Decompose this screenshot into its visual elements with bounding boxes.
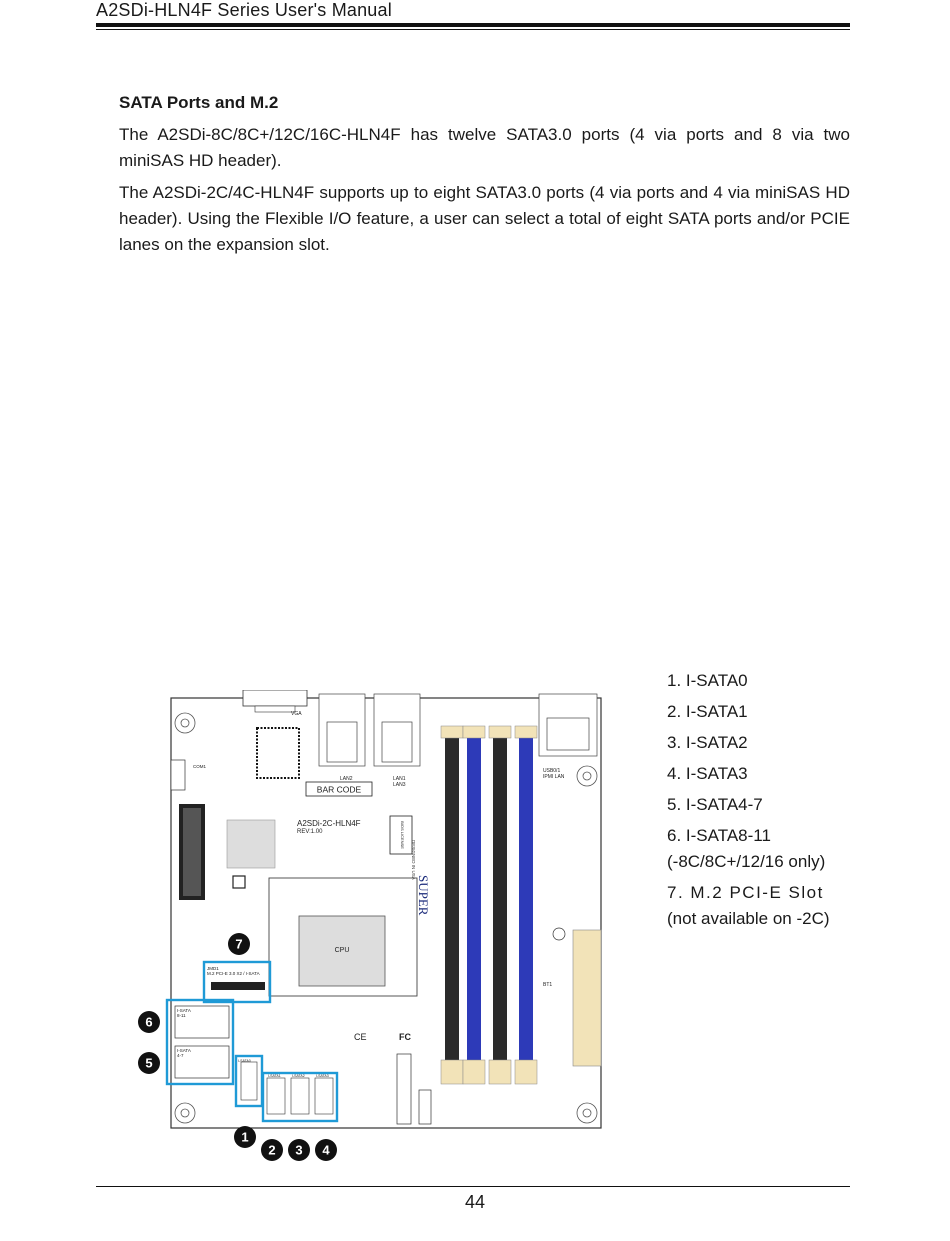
legend-item-text: 7. M.2 PCI-E Slot <box>667 883 824 902</box>
bottom-header-2 <box>418 1089 432 1125</box>
callout-4-text: 4 <box>322 1143 330 1158</box>
legend-item-text: 2. I-SATA1 <box>667 702 748 721</box>
legend-item-6: 6. I-SATA8-11 (-8C/8C+/12/16 only) <box>667 823 847 875</box>
lan-ports <box>318 693 598 767</box>
isata0-board-label: I-SATA0 <box>238 1059 251 1063</box>
legend-item-5: 5. I-SATA4-7 <box>667 792 847 818</box>
designed-in-label: DESIGNED IN USA <box>411 840 416 880</box>
legend-item-text: 4. I-SATA3 <box>667 764 748 783</box>
board-revision-label: REV:1.00 <box>297 829 323 835</box>
callout-5-text: 5 <box>145 1056 152 1071</box>
fc-mark: FC <box>399 1032 411 1042</box>
com1-header <box>170 759 186 791</box>
callout-5: 5 <box>138 1052 160 1074</box>
paragraph-2: The A2SDi-2C/4C-HLN4F supports up to eig… <box>119 183 850 254</box>
legend-item-2: 2. I-SATA1 <box>667 699 847 725</box>
callout-7-text: 7 <box>235 937 242 952</box>
board-model-label: A2SDi-2C-HLN4F <box>297 819 361 828</box>
legend-item-7: 7. M.2 PCI-E Slot (not available on -2C) <box>667 880 847 932</box>
header-rule-thin <box>96 29 850 30</box>
cpu-chip <box>298 915 386 987</box>
callout-3: 3 <box>288 1139 310 1161</box>
battery-label: BT1 <box>543 982 552 988</box>
bios-label: BIOS LICENSE <box>400 821 405 849</box>
callout-6-text: 6 <box>145 1015 152 1030</box>
legend-item-subtext: (not available on -2C) <box>667 909 830 928</box>
isata3-board-label: I-SATA3 <box>316 1074 329 1078</box>
header-rule <box>96 23 850 27</box>
callout-6: 6 <box>138 1011 160 1033</box>
legend-item-1: 1. I-SATA0 <box>667 668 847 694</box>
brand-logo-text: SUPER <box>416 875 431 916</box>
legend-item-subtext: (-8C/8C+/12/16 only) <box>667 852 826 871</box>
vga-label: VGA <box>291 711 302 717</box>
footer-rule <box>96 1186 850 1187</box>
battery <box>552 927 566 941</box>
pch-chip <box>226 819 276 869</box>
callout-3-text: 3 <box>295 1143 302 1158</box>
legend-item-text: 5. I-SATA4-7 <box>667 795 763 814</box>
mounting-holes <box>174 712 598 1124</box>
callout-7: 7 <box>228 933 250 955</box>
small-component <box>232 875 246 889</box>
callout-1: 1 <box>234 1126 256 1148</box>
callout-2-text: 2 <box>268 1143 275 1158</box>
isata1-board-label: I-SATA1 <box>268 1074 281 1078</box>
bar-code-box <box>305 781 373 797</box>
dimm-slots <box>440 725 538 1085</box>
ce-mark: CE <box>354 1032 367 1042</box>
callout-legend: 1. I-SATA0 2. I-SATA1 3. I-SATA2 4. I-SA… <box>667 668 847 937</box>
section-heading: SATA Ports and M.2 <box>119 93 279 112</box>
legend-item-text: 6. I-SATA8-11 <box>667 826 771 845</box>
bottom-header <box>396 1053 412 1125</box>
legend-item-text: 1. I-SATA0 <box>667 671 748 690</box>
isata2-board-label: I-SATA2 <box>292 1074 305 1078</box>
bar-code-label: BAR CODE <box>317 785 362 795</box>
legend-item-3: 3. I-SATA2 <box>667 730 847 756</box>
page-number: 44 <box>464 1192 486 1212</box>
legend-item-4: 4. I-SATA3 <box>667 761 847 787</box>
cpu-label: CPU <box>335 947 350 954</box>
com1-label: COM1 <box>193 764 206 769</box>
callout-2: 2 <box>261 1139 283 1161</box>
legend-item-text: 3. I-SATA2 <box>667 733 748 752</box>
atx-power-connector <box>572 929 602 1067</box>
callout-4: 4 <box>315 1139 337 1161</box>
bios-chip <box>389 815 413 855</box>
isata1-3-highlight: I-SATA1 I-SATA2 I-SATA3 <box>261 1071 339 1123</box>
running-header: A2SDi-HLN4F Series User's Manual <box>96 0 392 20</box>
callout-1-text: 1 <box>241 1130 248 1145</box>
bmc-chip <box>256 727 300 779</box>
paragraph-1: The A2SDi-8C/8C+/12C/16C-HLN4F has twelv… <box>119 125 850 170</box>
vga-connector: VGA <box>242 690 308 717</box>
